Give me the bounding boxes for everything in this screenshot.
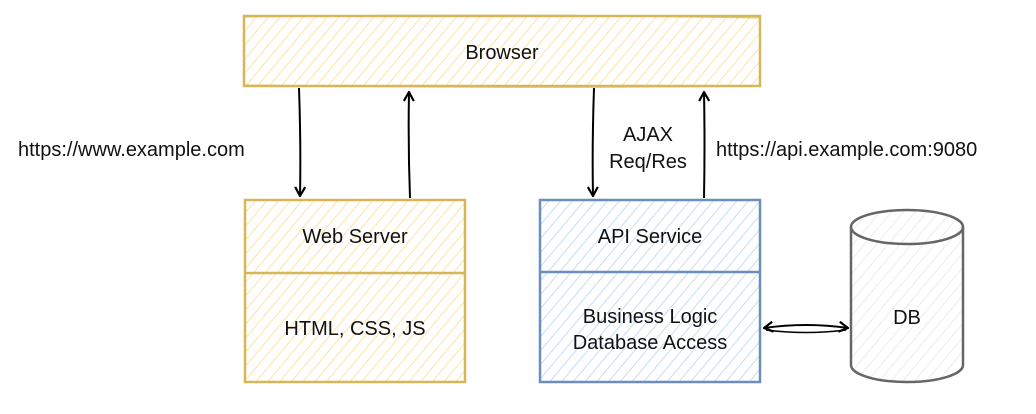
sketch-stroke	[242, 14, 762, 88]
sketch-stroke	[765, 329, 847, 334]
arrow-api-to-browser	[698, 90, 711, 199]
db-node[interactable]: DB	[849, 208, 965, 384]
web-server-body: HTML, CSS, JS	[284, 318, 425, 340]
web-server-node[interactable]: Web Server HTML, CSS, JS	[243, 198, 467, 384]
browser-box	[242, 14, 762, 88]
api-service-body-line2: Database Access	[573, 332, 728, 354]
web-server-header: Web Server	[302, 226, 408, 248]
browser-node[interactable]: Browser	[242, 14, 762, 88]
web-server-box	[243, 198, 467, 384]
www-url-label: https://www.example.com	[18, 139, 245, 161]
arrow-web-server-to-browser	[402, 90, 415, 199]
api-service-header: API Service	[598, 226, 702, 248]
db-cylinder-rim	[849, 226, 965, 246]
db-cylinder-body	[849, 208, 965, 384]
api-service-body-line1: Business Logic	[583, 306, 718, 328]
api-service-node[interactable]: API Service Business Logic Database Acce…	[538, 198, 762, 384]
api-service-box	[538, 198, 762, 384]
arrow-api-db-bidirectional	[762, 320, 850, 333]
db-label: DB	[893, 307, 921, 329]
arrow-browser-to-api	[586, 87, 599, 198]
arrow-browser-to-web-server	[294, 87, 307, 198]
api-url-label: https://api.example.com:9080	[716, 139, 977, 161]
ajax-label-line1: AJAX	[623, 124, 673, 146]
browser-label: Browser	[465, 42, 539, 64]
ajax-label-line2: Req/Res	[609, 151, 687, 173]
